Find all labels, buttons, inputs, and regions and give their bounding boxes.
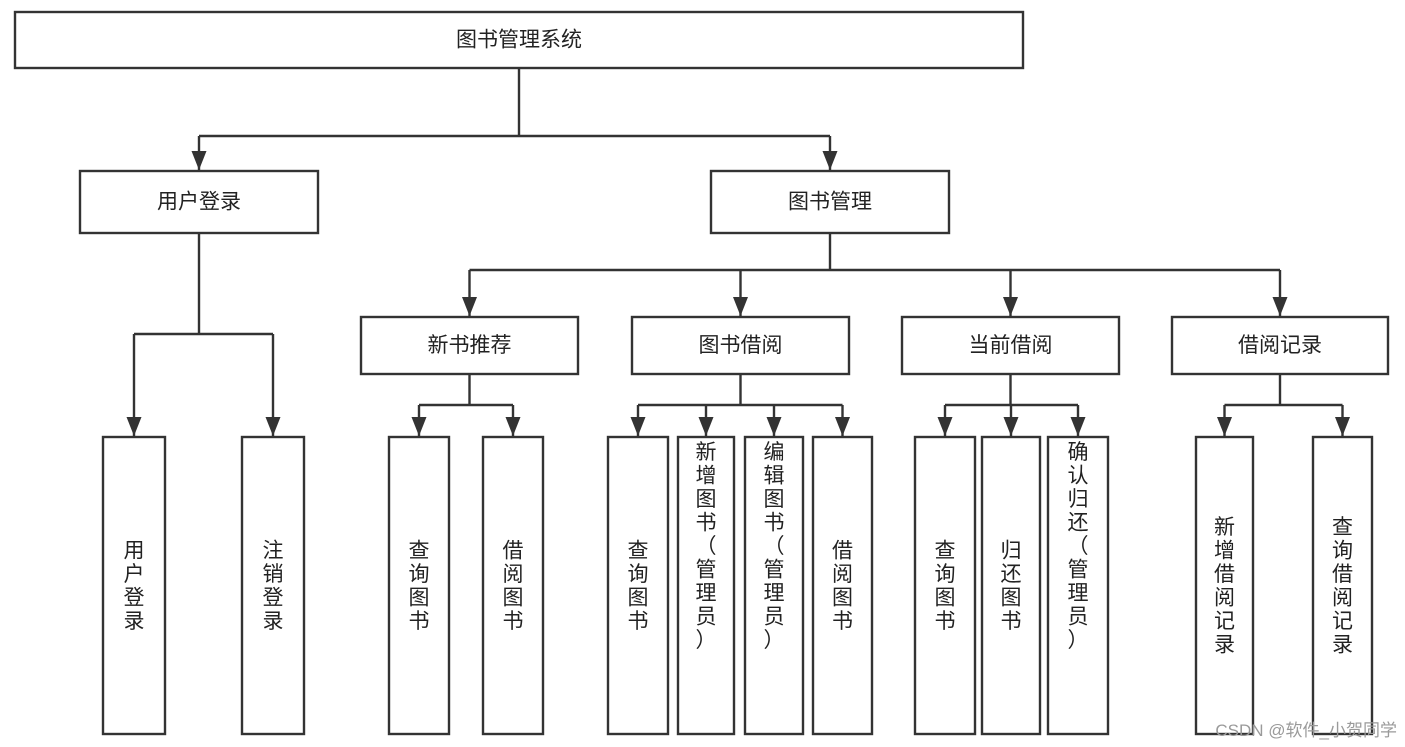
node-leaf-edit-book-admin[interactable]: 编辑图书（管理员） [743,435,805,736]
arrow-head-icon [126,417,142,436]
arrow-head-icon [1272,297,1288,316]
arrow-head-icon [835,417,850,436]
node-box-leaf-edit-book-admin [743,435,805,736]
node-leaf-query-book-2[interactable]: 查询图书 [606,435,670,736]
node-label-leaf-edit-book-admin: 编辑图书（管理员） [764,441,785,652]
node-leaf-user-login[interactable]: 用户登录 [101,435,167,736]
node-leaf-user-logout[interactable]: 注销登录 [240,435,306,736]
connector-group-new-book-recommend [411,374,521,436]
node-label-leaf-query-book-3: 查询图书 [935,539,956,633]
node-leaf-add-borrow-record[interactable]: 新增借阅记录 [1194,435,1255,736]
arrow-head-icon [822,151,838,170]
node-label-leaf-borrow-book-2: 借阅图书 [832,539,853,633]
node-label-leaf-confirm-return-admin: 确认归还（管理员） [1068,441,1089,652]
arrow-head-icon [733,297,748,316]
node-borrow-record[interactable]: 借阅记录 [1170,315,1390,376]
node-label-leaf-user-login: 用户登录 [124,539,145,633]
node-box-new-book-recommend [359,315,580,376]
node-label-borrow-record: 借阅记录 [1238,334,1322,357]
node-label-leaf-return-book: 归还图书 [1001,539,1022,633]
node-box-book-borrow [630,315,851,376]
node-leaf-query-book-1[interactable]: 查询图书 [387,435,451,736]
connector-layer [126,68,1350,436]
arrow-head-icon [766,417,782,436]
node-label-leaf-borrow-book-1: 借阅图书 [503,539,524,633]
node-leaf-borrow-book-1[interactable]: 借阅图书 [481,435,545,736]
arrow-head-icon [1217,417,1232,436]
node-box-leaf-return-book [980,435,1042,736]
connector-group-user-login [126,233,281,436]
node-label-book-borrow: 图书借阅 [699,334,783,357]
node-user-login[interactable]: 用户登录 [78,169,320,235]
connector-group-book-borrow [630,374,850,436]
node-book-manage[interactable]: 图书管理 [709,169,951,235]
node-box-leaf-add-book-admin [676,435,736,736]
node-box-leaf-borrow-book-1 [481,435,545,736]
node-current-borrow[interactable]: 当前借阅 [900,315,1121,376]
connector-group-book-manage [462,233,1288,316]
arrow-head-icon [1335,417,1350,436]
node-box-leaf-query-borrow-record [1311,435,1374,736]
connector-group-root [191,68,838,170]
node-label-current-borrow: 当前借阅 [969,334,1053,357]
node-layer: 图书管理系统用户登录图书管理新书推荐图书借阅当前借阅借阅记录用户登录注销登录查询… [13,10,1390,736]
node-box-leaf-borrow-book-2 [811,435,874,736]
connector-group-current-borrow [937,374,1086,436]
node-label-leaf-add-borrow-record: 新增借阅记录 [1214,516,1235,657]
node-label-user-login: 用户登录 [157,191,241,214]
arrow-head-icon [937,417,953,436]
arrow-head-icon [265,417,281,436]
node-label-leaf-query-borrow-record: 查询借阅记录 [1332,516,1353,657]
node-leaf-query-borrow-record[interactable]: 查询借阅记录 [1311,435,1374,736]
node-new-book-recommend[interactable]: 新书推荐 [359,315,580,376]
node-root[interactable]: 图书管理系统 [13,10,1025,70]
arrow-head-icon [630,417,646,436]
node-box-leaf-user-logout [240,435,306,736]
arrow-head-icon [191,151,207,170]
arrow-head-icon [462,297,477,316]
node-label-new-book-recommend: 新书推荐 [428,334,512,357]
arrow-head-icon [505,417,521,436]
node-label-book-manage: 图书管理 [788,191,872,214]
node-box-leaf-query-book-2 [606,435,670,736]
node-book-borrow[interactable]: 图书借阅 [630,315,851,376]
node-box-borrow-record [1170,315,1390,376]
node-box-leaf-user-login [101,435,167,736]
node-box-book-manage [709,169,951,235]
node-label-leaf-add-book-admin: 新增图书（管理员） [696,441,717,652]
node-box-leaf-add-borrow-record [1194,435,1255,736]
node-label-leaf-user-logout: 注销登录 [263,539,284,633]
node-box-leaf-query-book-1 [387,435,451,736]
node-label-leaf-query-book-1: 查询图书 [409,539,430,633]
node-box-user-login [78,169,320,235]
arrow-head-icon [1003,417,1019,436]
node-leaf-confirm-return-admin[interactable]: 确认归还（管理员） [1046,435,1110,736]
node-box-current-borrow [900,315,1121,376]
node-leaf-return-book[interactable]: 归还图书 [980,435,1042,736]
arrow-head-icon [411,417,427,436]
node-box-leaf-query-book-3 [913,435,977,736]
node-box-leaf-confirm-return-admin [1046,435,1110,736]
node-leaf-add-book-admin[interactable]: 新增图书（管理员） [676,435,736,736]
connector-group-borrow-record [1217,374,1350,436]
node-box-root [13,10,1025,70]
arrow-head-icon [1003,297,1018,316]
node-label-leaf-query-book-2: 查询图书 [628,539,649,633]
node-leaf-borrow-book-2[interactable]: 借阅图书 [811,435,874,736]
node-label-root: 图书管理系统 [456,29,582,52]
arrow-head-icon [698,417,714,436]
arrow-head-icon [1070,417,1086,436]
node-leaf-query-book-3[interactable]: 查询图书 [913,435,977,736]
